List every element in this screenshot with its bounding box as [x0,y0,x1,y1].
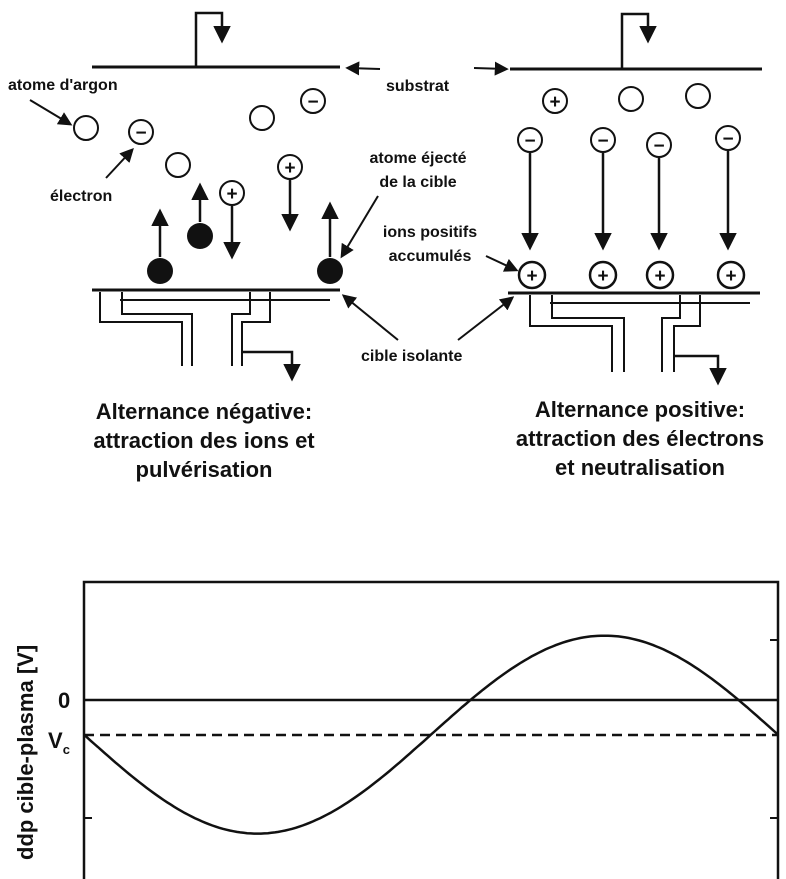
ejected-atom-label-line2: de la cible [379,174,456,191]
vc-label: Vc [48,728,70,757]
positive-ion: + [219,180,245,260]
ejected-atom-label-line1: atome éjecté [370,150,467,167]
ejected-atom [147,208,173,284]
right-target-holder [529,295,750,372]
left-target-electrode [242,350,301,382]
positive-caption: Alternance positive: attraction des élec… [516,397,764,480]
sine-wave-series [83,634,779,835]
graph-frame [82,580,780,879]
svg-text:+: + [284,158,295,179]
electron: − [715,125,741,251]
svg-text:+: + [597,266,608,287]
svg-text:+: + [226,184,237,205]
svg-text:−: − [307,92,318,113]
electron: − [300,88,326,114]
argon-atom [685,83,711,109]
positive-ion: + [542,88,568,114]
svg-text:+: + [654,266,665,287]
graph-y-label: ddp cible-plasma [V] [13,645,38,860]
positive-ions-label-line1: ions positifs [383,224,477,241]
positive-ions-label-line2: accumulés [389,248,472,265]
argon-atom [165,152,191,178]
svg-text:pulvérisation: pulvérisation [136,457,273,482]
substrate-label: substrat [386,78,450,95]
ejected-atom [317,201,343,284]
svg-text:Alternance positive:: Alternance positive: [535,397,745,422]
svg-text:attraction des électrons: attraction des électrons [516,426,764,451]
electron: − [128,119,154,145]
zero-label: 0 [58,688,70,713]
insulating-target-label: cible isolante [361,348,462,365]
svg-text:−: − [653,136,664,157]
potential-graph: 0 Vc ddp cible-plasma [V] [13,580,780,879]
electron-label: électron [50,188,112,205]
svg-text:−: − [135,123,146,144]
svg-text:−: − [524,131,535,152]
svg-text:attraction des ions et: attraction des ions et [93,428,315,453]
electron: − [590,127,616,251]
accumulated-positive-ion: + [716,260,746,290]
negative-half-cycle-panel: − − + + [73,11,343,382]
accumulated-positive-ion: + [645,260,675,290]
argon-atom [618,86,644,112]
accumulated-positive-ion: + [588,260,618,290]
svg-text:−: − [597,131,608,152]
right-target-electrode [674,354,727,386]
positive-half-cycle-panel: + − − − − + [508,12,762,386]
positive-ion: + [277,154,303,232]
argon-atom [249,105,275,131]
left-substrate-electrode [194,11,231,67]
svg-text:Alternance négative:: Alternance négative: [96,399,312,424]
svg-text:+: + [725,266,736,287]
argon-atom-label: atome d'argon [8,77,118,94]
electron: − [646,132,672,251]
negative-caption: Alternance négative: attraction des ions… [93,399,315,482]
ejected-atom [187,182,213,249]
right-substrate-electrode [620,12,657,69]
svg-text:+: + [526,266,537,287]
accumulated-positive-ion: + [517,260,547,290]
argon-atom [73,115,99,141]
svg-text:+: + [549,92,560,113]
left-target-holder [99,292,330,366]
svg-text:et neutralisation: et neutralisation [555,455,725,480]
svg-text:−: − [722,129,733,150]
electron: − [517,127,543,251]
labels: atome d'argon électron substrat atome éj… [8,61,519,365]
